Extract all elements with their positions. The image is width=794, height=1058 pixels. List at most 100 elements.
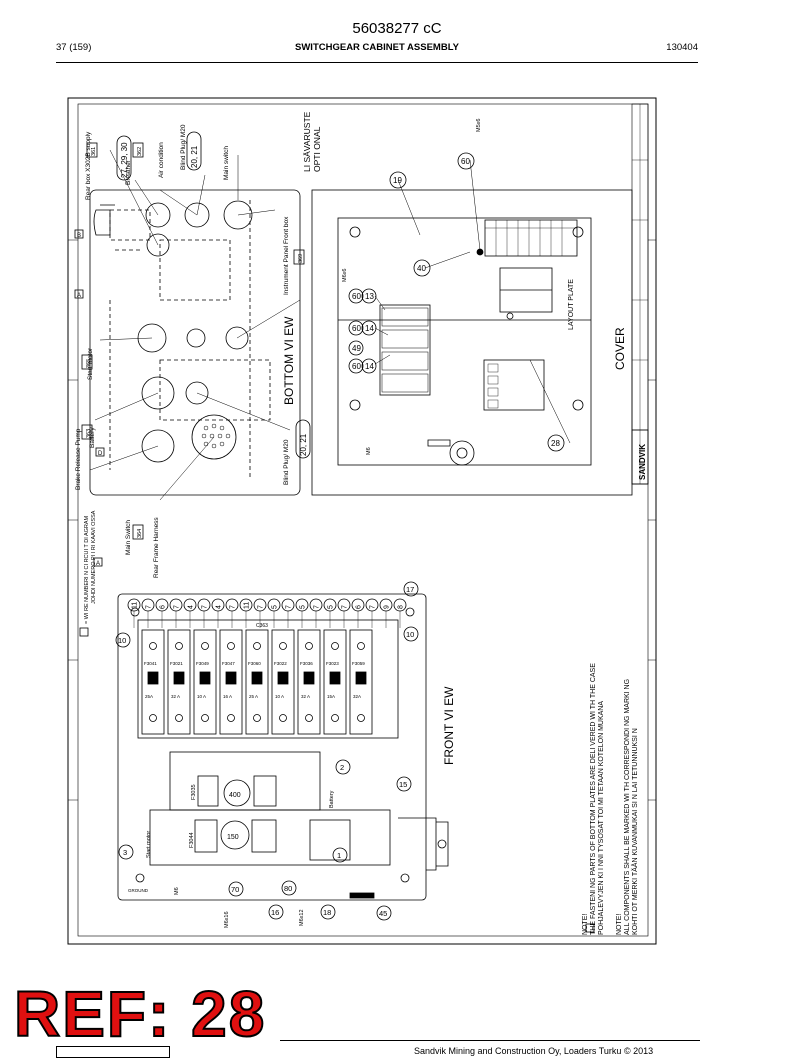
svg-text:20, 21: 20, 21	[190, 145, 199, 168]
svg-text:16: 16	[271, 908, 279, 917]
breaker-terminal-top	[175, 642, 183, 650]
breaker-terminal-bottom	[149, 714, 157, 722]
footer-copyright: Sandvik Mining and Construction Oy, Load…	[414, 1046, 654, 1056]
harness-connector-pins	[201, 423, 231, 449]
label-battery-front: Battery	[329, 790, 335, 808]
svg-text:60: 60	[352, 324, 361, 333]
breaker-body	[193, 629, 217, 735]
note-marker	[585, 923, 595, 933]
top-callout-label: 5	[328, 605, 335, 609]
svg-text:1: 1	[337, 851, 341, 860]
note-1-heading: NOTE!	[582, 914, 589, 935]
svg-text:60: 60	[352, 292, 361, 301]
svg-text:45: 45	[379, 909, 387, 918]
svg-text:13: 13	[365, 292, 374, 301]
top-callout-label: 7	[230, 605, 237, 609]
breaker-F3060: F3060 25 A	[245, 629, 269, 735]
relay-module-2	[253, 775, 277, 807]
svg-text:60: 60	[461, 157, 470, 166]
breaker-rating: 32 A	[171, 694, 180, 699]
breaker-code: F3041	[144, 661, 157, 666]
svg-text:A: A	[96, 561, 100, 567]
battery-hole	[141, 376, 175, 410]
bottom-view-labels: Rear box X302B supply Breather Air condi…	[75, 124, 290, 578]
top-callout-label: 4	[216, 605, 223, 609]
breaker-code: F3059	[352, 661, 365, 666]
breaker-body	[167, 629, 191, 735]
instrument-hole	[225, 326, 249, 350]
top-callout-label: 11	[132, 602, 139, 609]
drawing-inner-border	[77, 103, 649, 937]
label-main-switch-2: Main Switch	[125, 520, 132, 555]
footer-divider	[280, 1040, 700, 1041]
breaker-code: F3049	[196, 661, 209, 666]
title-block-lines	[632, 104, 648, 484]
breaker-rating: 32 A	[301, 694, 310, 699]
top-callout-label: 7	[202, 605, 209, 609]
start-motor-hole	[137, 323, 167, 353]
label-air-condition: Air condition	[158, 142, 165, 178]
cover-lock	[449, 440, 475, 466]
note-2-heading: NOTE!	[616, 914, 623, 935]
breaker-toggle	[147, 671, 159, 685]
svg-text:M5x6: M5x6	[476, 119, 482, 132]
section-title: SWITCHGEAR CABINET ASSEMBLY	[295, 42, 459, 53]
svg-text:D: D	[98, 451, 103, 457]
breaker-terminal-top	[279, 642, 287, 650]
breaker-rating: 10 A	[275, 694, 284, 699]
label-breather: Breather	[125, 159, 132, 185]
top-callout-label: 8	[398, 605, 405, 609]
breaker-toggle	[199, 671, 211, 685]
cover-hole-bl	[349, 399, 361, 411]
breaker-terminal-top	[357, 642, 365, 650]
notes-block: NOTE! THE FASTENI NG PARTS OF BOTTOM PLA…	[582, 663, 639, 935]
cover-inner	[337, 217, 592, 466]
breaker-terminal-bottom	[253, 714, 261, 722]
svg-text:M6x16: M6x16	[224, 911, 230, 928]
date-code: 130404	[666, 42, 698, 53]
svg-text:19: 19	[393, 176, 402, 185]
cover-lock-inner	[456, 447, 468, 459]
breaker-code: F3060	[248, 661, 261, 666]
label-start-motor-front: Start motor	[146, 831, 152, 858]
cover-hole-br	[572, 399, 584, 411]
breaker-body	[219, 629, 243, 735]
svg-text:14: 14	[365, 324, 374, 333]
svg-text:LI SÄVARUSTE: LI SÄVARUSTE	[302, 111, 312, 172]
label-battery: Battery	[89, 427, 96, 448]
side-connector	[398, 817, 449, 871]
pipe-fitting	[93, 204, 115, 236]
svg-text:3: 3	[123, 848, 127, 857]
ref-badge: REF: 28	[13, 978, 267, 1050]
cover-title: COVER	[613, 327, 627, 370]
bottom-view-title: BOTTOM VI EW	[282, 316, 296, 405]
breaker-terminal-bottom	[201, 714, 209, 722]
label-rear-frame-harness: Rear Frame Harness	[153, 517, 160, 578]
svg-text:27, 29, 30: 27, 29, 30	[120, 142, 129, 178]
cover-bolt-2	[506, 312, 514, 320]
breaker-rating: 25 A	[249, 694, 258, 699]
breaker-code: F3047	[222, 661, 235, 666]
breaker-rating: 10 A	[197, 694, 206, 699]
breaker-units	[381, 307, 429, 393]
breaker-toggle	[303, 671, 315, 685]
top-callout-label: 7	[286, 605, 293, 609]
cover-hole-tl	[349, 226, 361, 238]
bottom-view-callouts: 27, 29, 30 20, 21 20, 21	[116, 131, 311, 459]
relay-module-3	[194, 819, 218, 853]
note-2-fi: KOHTI OT MERKI TÄÄN KUVANMUKAI SI N LAI …	[631, 728, 639, 935]
svg-text:14: 14	[365, 362, 374, 371]
header-row: 37 (159) SWITCHGEAR CABINET ASSEMBLY 130…	[56, 42, 698, 58]
cover-leaders	[374, 159, 571, 444]
breaker-code: F3023	[326, 661, 339, 666]
front-view-title: FRONT VI EW	[442, 686, 456, 765]
relay-module-1	[197, 775, 219, 807]
svg-text:361: 361	[91, 147, 97, 156]
cover-hole-tr	[572, 226, 584, 238]
